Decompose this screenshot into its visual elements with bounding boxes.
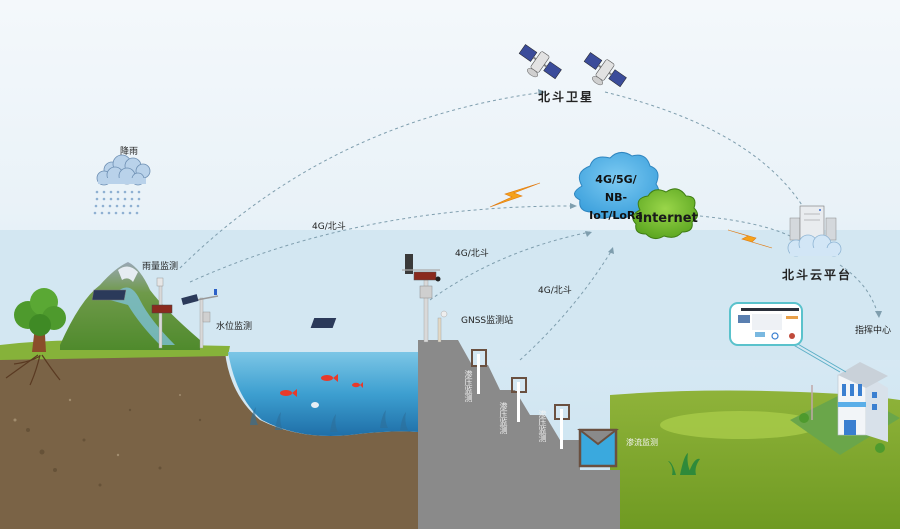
lake-water: [228, 352, 418, 436]
arrowhead-icon: [585, 231, 592, 237]
seepage-pressure-label: 渗压监测: [538, 410, 547, 442]
rain-gauge-station-icon: [91, 277, 173, 349]
cloud-platform-label: 北斗云平台: [782, 268, 853, 282]
seepage-gauge-icon: [554, 404, 570, 449]
link-satellite-to-cloud-platform: [604, 91, 809, 216]
cloud-server-icon: [787, 205, 842, 257]
water-level-label: 水位监测: [216, 322, 253, 332]
satellite-label: 北斗卫星: [538, 90, 595, 104]
link-tower-to-network: [429, 231, 591, 301]
seepage-pressure-label: 渗压监测: [464, 370, 473, 402]
arrowhead-icon: [875, 311, 882, 318]
gnss-label: GNSS监测站: [461, 316, 514, 326]
link-platform-to-command: [839, 264, 879, 316]
seaweed: [250, 407, 408, 432]
link-arrowheads: [538, 89, 882, 318]
arrowhead-icon: [608, 247, 614, 254]
network-cloud-label: 4G/5G/ NB-IoT/LoRa: [584, 171, 648, 225]
network-cloud-line-1: 4G/5G/: [595, 173, 637, 186]
fish-icons: [280, 374, 363, 408]
arrowhead-icon: [538, 89, 545, 96]
link-label: 4G/北斗: [538, 286, 572, 296]
internet-cloud-icon: [632, 188, 698, 240]
rain-label: 降雨: [120, 147, 139, 157]
seepage-pressure-label: 渗压监测: [499, 402, 508, 434]
soil-texture: [26, 408, 202, 487]
raindrops: [93, 190, 141, 215]
rain-cloud-icon: [93, 154, 151, 215]
water-level-station-icon: [181, 289, 219, 349]
communication-links: [179, 91, 879, 361]
seepage-gauge-icon: [471, 349, 487, 394]
monitoring-tower-icon: [402, 254, 441, 343]
link-label: 4G/北斗: [312, 222, 346, 232]
soil-ground: [0, 352, 418, 529]
rain-gauge-label: 雨量监测: [142, 262, 179, 272]
link-rain-to-network: [189, 205, 576, 283]
wireless-signal-lightning-icon: [489, 182, 541, 208]
command-center-label: 指挥中心: [855, 326, 892, 336]
grass-patch: [660, 411, 820, 439]
dashboard-screen-icon: [729, 302, 847, 373]
seepage-flow-label: 渗流监测: [626, 438, 658, 447]
seepage-flow-weir-icon: [577, 428, 619, 468]
arrowhead-icon: [570, 203, 577, 209]
satellite-icon: [583, 52, 627, 88]
mountain: [60, 262, 200, 350]
tree-icon: [5, 288, 66, 386]
internet-label: Internet: [638, 211, 698, 226]
command-center-building-icon: [790, 362, 900, 455]
wireless-signal-lightning-icon: [727, 229, 773, 249]
network-cloud-line-2: NB-IoT/LoRa: [589, 191, 643, 222]
seepage-gauge-icon: [511, 377, 527, 422]
satellite-icon: [518, 44, 562, 80]
link-rain-to-satellite: [179, 91, 546, 269]
link-label: 4G/北斗: [455, 249, 489, 259]
grass-tuft-icon: [668, 453, 700, 475]
gnss-station-icon: [310, 310, 448, 343]
link-internet-to-platform: [699, 215, 791, 237]
dam-structure: [418, 340, 620, 529]
link-seepage-to-network: [519, 249, 613, 361]
